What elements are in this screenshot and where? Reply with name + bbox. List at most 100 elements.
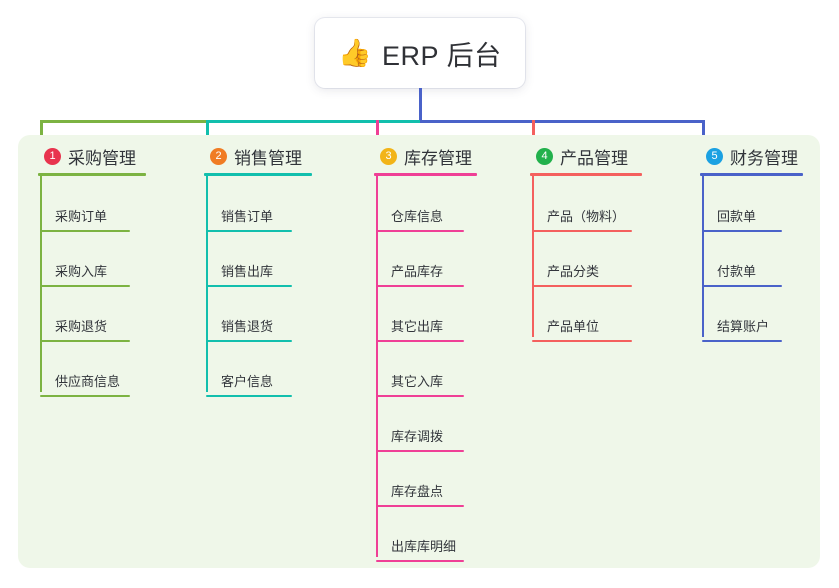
branch-number-badge: 1 [44,147,61,165]
leaf-node-underline [532,285,632,287]
branch-column-1: 1 采购管理 [38,143,146,176]
branch-column-4: 4 产品管理 [530,143,642,176]
leaf-node[interactable]: 供应商信息 [40,371,130,397]
branch-header-4[interactable]: 4 产品管理 [530,143,642,169]
leaf-node-label: 销售订单 [221,209,274,224]
branch-header-underline [204,173,312,176]
leaf-node-label: 仓库信息 [391,209,444,224]
leaf-node-underline [376,340,464,342]
leaf-node[interactable]: 回款单 [702,206,782,232]
leaf-node[interactable]: 销售退货 [206,316,292,342]
leaf-node-underline [206,340,292,342]
leaf-node-underline [40,230,130,232]
leaf-node-label: 采购退货 [55,319,108,334]
page-title: ERP 后台 [382,40,502,71]
leaf-node-label: 付款单 [717,264,757,279]
leaf-node-label: 库存调拨 [391,429,444,444]
branch-trunk-1 [40,176,42,392]
branch-trunk-2 [206,176,208,392]
branch-header-3[interactable]: 3 库存管理 [374,143,477,169]
leaf-node[interactable]: 仓库信息 [376,206,464,232]
branch-header-underline [38,173,146,176]
leaf-node-label: 采购入库 [55,264,108,279]
leaf-node-label: 产品（物料） [547,209,626,224]
leaf-node-label: 其它出库 [391,319,444,334]
branch-number-badge: 2 [210,147,227,165]
leaf-node-underline [376,450,464,452]
branch-trunk-5 [702,176,704,337]
leaf-node[interactable]: 客户信息 [206,371,292,397]
leaf-node-underline [40,285,130,287]
leaf-node[interactable]: 出库库明细 [376,536,464,562]
root-node[interactable]: 👍 ERP 后台 [315,18,525,88]
leaf-node[interactable]: 其它入库 [376,371,464,397]
leaf-node-underline [376,285,464,287]
leaf-node[interactable]: 采购退货 [40,316,130,342]
trunk-bar-left [40,120,421,123]
leaf-node-underline [702,230,782,232]
branch-header-1[interactable]: 1 采购管理 [38,143,146,169]
thumbs-up-icon: 👍 [338,37,373,68]
leaf-node[interactable]: 采购订单 [40,206,130,232]
leaf-node-label: 客户信息 [221,374,274,389]
branch-title-label: 产品管理 [560,148,628,168]
leaf-node-label: 出库库明细 [391,539,457,554]
leaf-node-underline [40,395,130,397]
leaf-node-underline [40,340,130,342]
branch-number-badge: 5 [706,147,723,165]
branch-title-label: 财务管理 [730,148,798,168]
branch-number-badge: 4 [536,147,553,165]
branches-panel [18,135,820,568]
branch-column-5: 5 财务管理 [700,143,803,176]
leaf-node-label: 产品分类 [547,264,600,279]
root-stem-connector [419,88,422,123]
branch-header-underline [374,173,477,176]
leaf-node-label: 销售退货 [221,319,274,334]
branch-column-3: 3 库存管理 [374,143,477,176]
leaf-node[interactable]: 产品单位 [532,316,632,342]
leaf-node-underline [376,560,464,562]
leaf-node[interactable]: 结算账户 [702,316,782,342]
leaf-node-underline [532,230,632,232]
leaf-node[interactable]: 其它出库 [376,316,464,342]
leaf-node-underline [376,230,464,232]
trunk-bar-right [420,120,705,123]
leaf-node-underline [376,395,464,397]
branch-trunk-4 [532,176,534,337]
leaf-node-label: 结算账户 [717,319,770,334]
leaf-node-label: 销售出库 [221,264,274,279]
leaf-node[interactable]: 采购入库 [40,261,130,287]
leaf-node-label: 产品库存 [391,264,444,279]
leaf-node-underline [702,340,782,342]
leaf-node-underline [532,340,632,342]
branch-header-underline [700,173,803,176]
branch-title-label: 采购管理 [68,148,136,168]
leaf-node-label: 采购订单 [55,209,108,224]
leaf-node[interactable]: 产品库存 [376,261,464,287]
leaf-node-label: 回款单 [717,209,757,224]
leaf-node[interactable]: 库存调拨 [376,426,464,452]
leaf-node-label: 产品单位 [547,319,600,334]
leaf-node[interactable]: 付款单 [702,261,782,287]
branch-title-label: 库存管理 [404,148,472,168]
branch-trunk-3 [376,176,378,557]
leaf-node-underline [206,285,292,287]
leaf-node[interactable]: 产品分类 [532,261,632,287]
leaf-node-underline [206,230,292,232]
trunk-bar-segment-1 [40,120,208,123]
leaf-node-label: 其它入库 [391,374,444,389]
branch-header-5[interactable]: 5 财务管理 [700,143,803,169]
branch-header-underline [530,173,642,176]
branch-number-badge: 3 [380,147,397,165]
leaf-node[interactable]: 产品（物料） [532,206,632,232]
leaf-node-label: 供应商信息 [55,374,121,389]
leaf-node[interactable]: 销售出库 [206,261,292,287]
leaf-node[interactable]: 库存盘点 [376,481,464,507]
leaf-node-underline [376,505,464,507]
leaf-node[interactable]: 销售订单 [206,206,292,232]
leaf-node-underline [702,285,782,287]
leaf-node-label: 库存盘点 [391,484,444,499]
